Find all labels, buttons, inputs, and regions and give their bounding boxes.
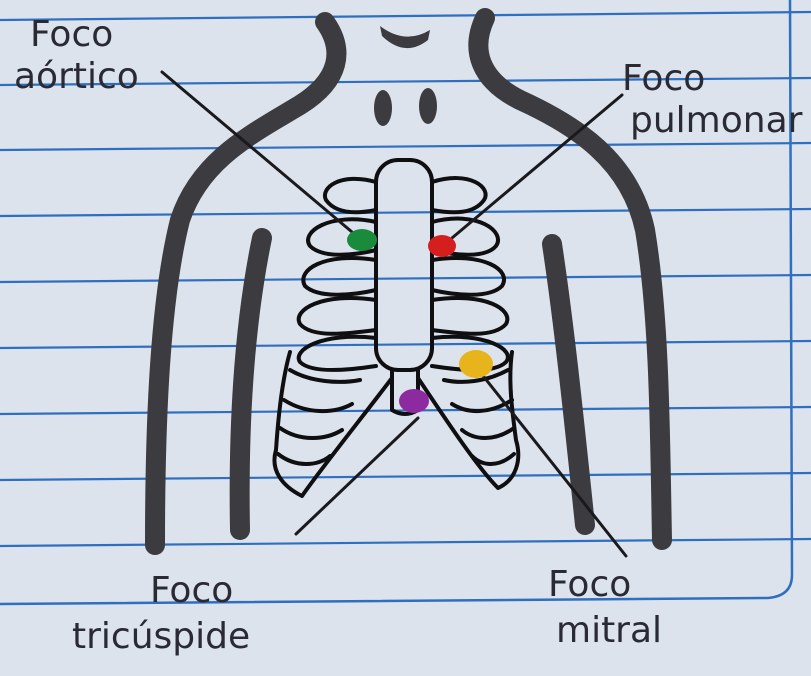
aortic-label-line2: aórtico bbox=[14, 56, 139, 97]
mitral-label-line2: mitral bbox=[556, 610, 662, 651]
aortic-focus-dot bbox=[347, 229, 377, 251]
tricuspid-label-line2: tricúspide bbox=[72, 616, 250, 657]
mitral-focus-dot bbox=[459, 350, 493, 378]
tricuspid-label-line1: Foco bbox=[150, 570, 233, 611]
pulmonary-label-line1: Foco bbox=[622, 58, 705, 99]
aortic-label-line1: Foco bbox=[30, 14, 113, 55]
pulmonary-label-line2: pulmonar bbox=[630, 100, 803, 141]
tricuspid-focus-dot bbox=[399, 389, 429, 413]
pulmonary-focus-dot bbox=[428, 235, 456, 257]
mitral-label-line1: Foco bbox=[548, 564, 631, 605]
